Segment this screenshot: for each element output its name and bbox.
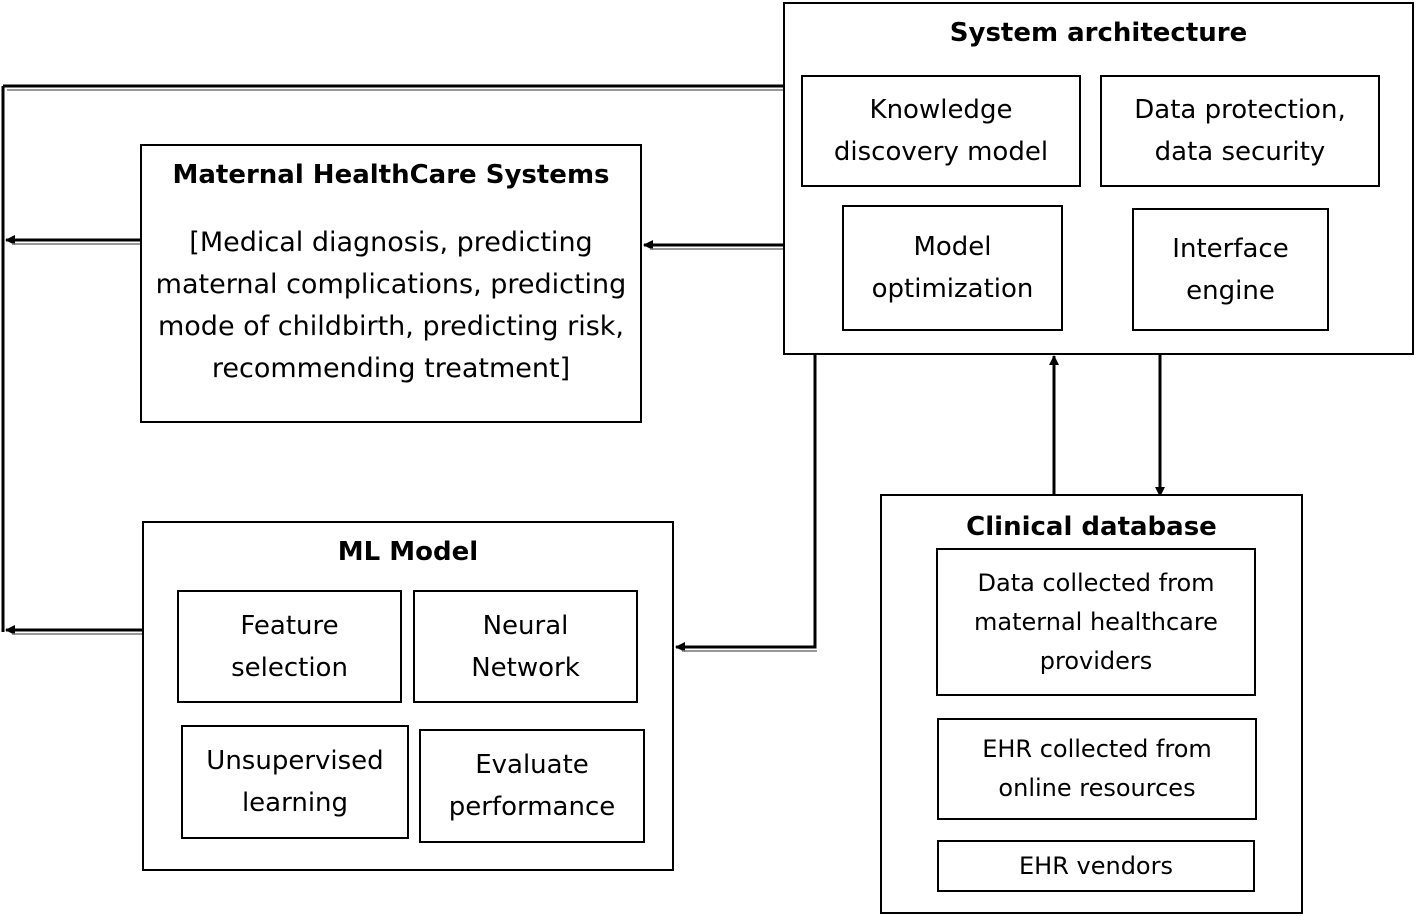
maternal-healthcare-title: Maternal HealthCare Systems (172, 160, 610, 190)
ehr-vendors-box: EHR vendors (937, 840, 1255, 892)
clinical-database-title: Clinical database (966, 512, 1217, 542)
ml-model-box: ML Model Feature selection Neural Networ… (142, 521, 674, 871)
maternal-healthcare-box: Maternal HealthCare Systems [Medical dia… (140, 144, 642, 423)
data-collected-box: Data collected from maternal healthcare … (936, 548, 1256, 696)
clinical-database-box: Clinical database Data collected from ma… (880, 494, 1303, 914)
system-architecture-title: System architecture (949, 18, 1248, 48)
ml-model-title: ML Model (337, 537, 479, 567)
maternal-healthcare-description: [Medical diagnosis, predicting maternal … (155, 227, 627, 384)
arrow-sysarch-to-mlmodel (675, 355, 817, 652)
ehr-online-resources-box: EHR collected from online resources (937, 718, 1257, 820)
evaluate-performance-box: Evaluate performance (419, 729, 645, 843)
data-protection-box: Data protection, data security (1100, 75, 1380, 187)
model-optimization-box: Model optimization (842, 205, 1063, 331)
feature-selection-box: Feature selection (177, 590, 402, 703)
knowledge-discovery-model-box: Knowledge discovery model (801, 75, 1081, 187)
neural-network-box: Neural Network (413, 590, 638, 703)
interface-engine-box: Interface engine (1132, 208, 1329, 331)
system-architecture-box: System architecture Knowledge discovery … (783, 2, 1414, 355)
unsupervised-learning-box: Unsupervised learning (181, 725, 409, 839)
